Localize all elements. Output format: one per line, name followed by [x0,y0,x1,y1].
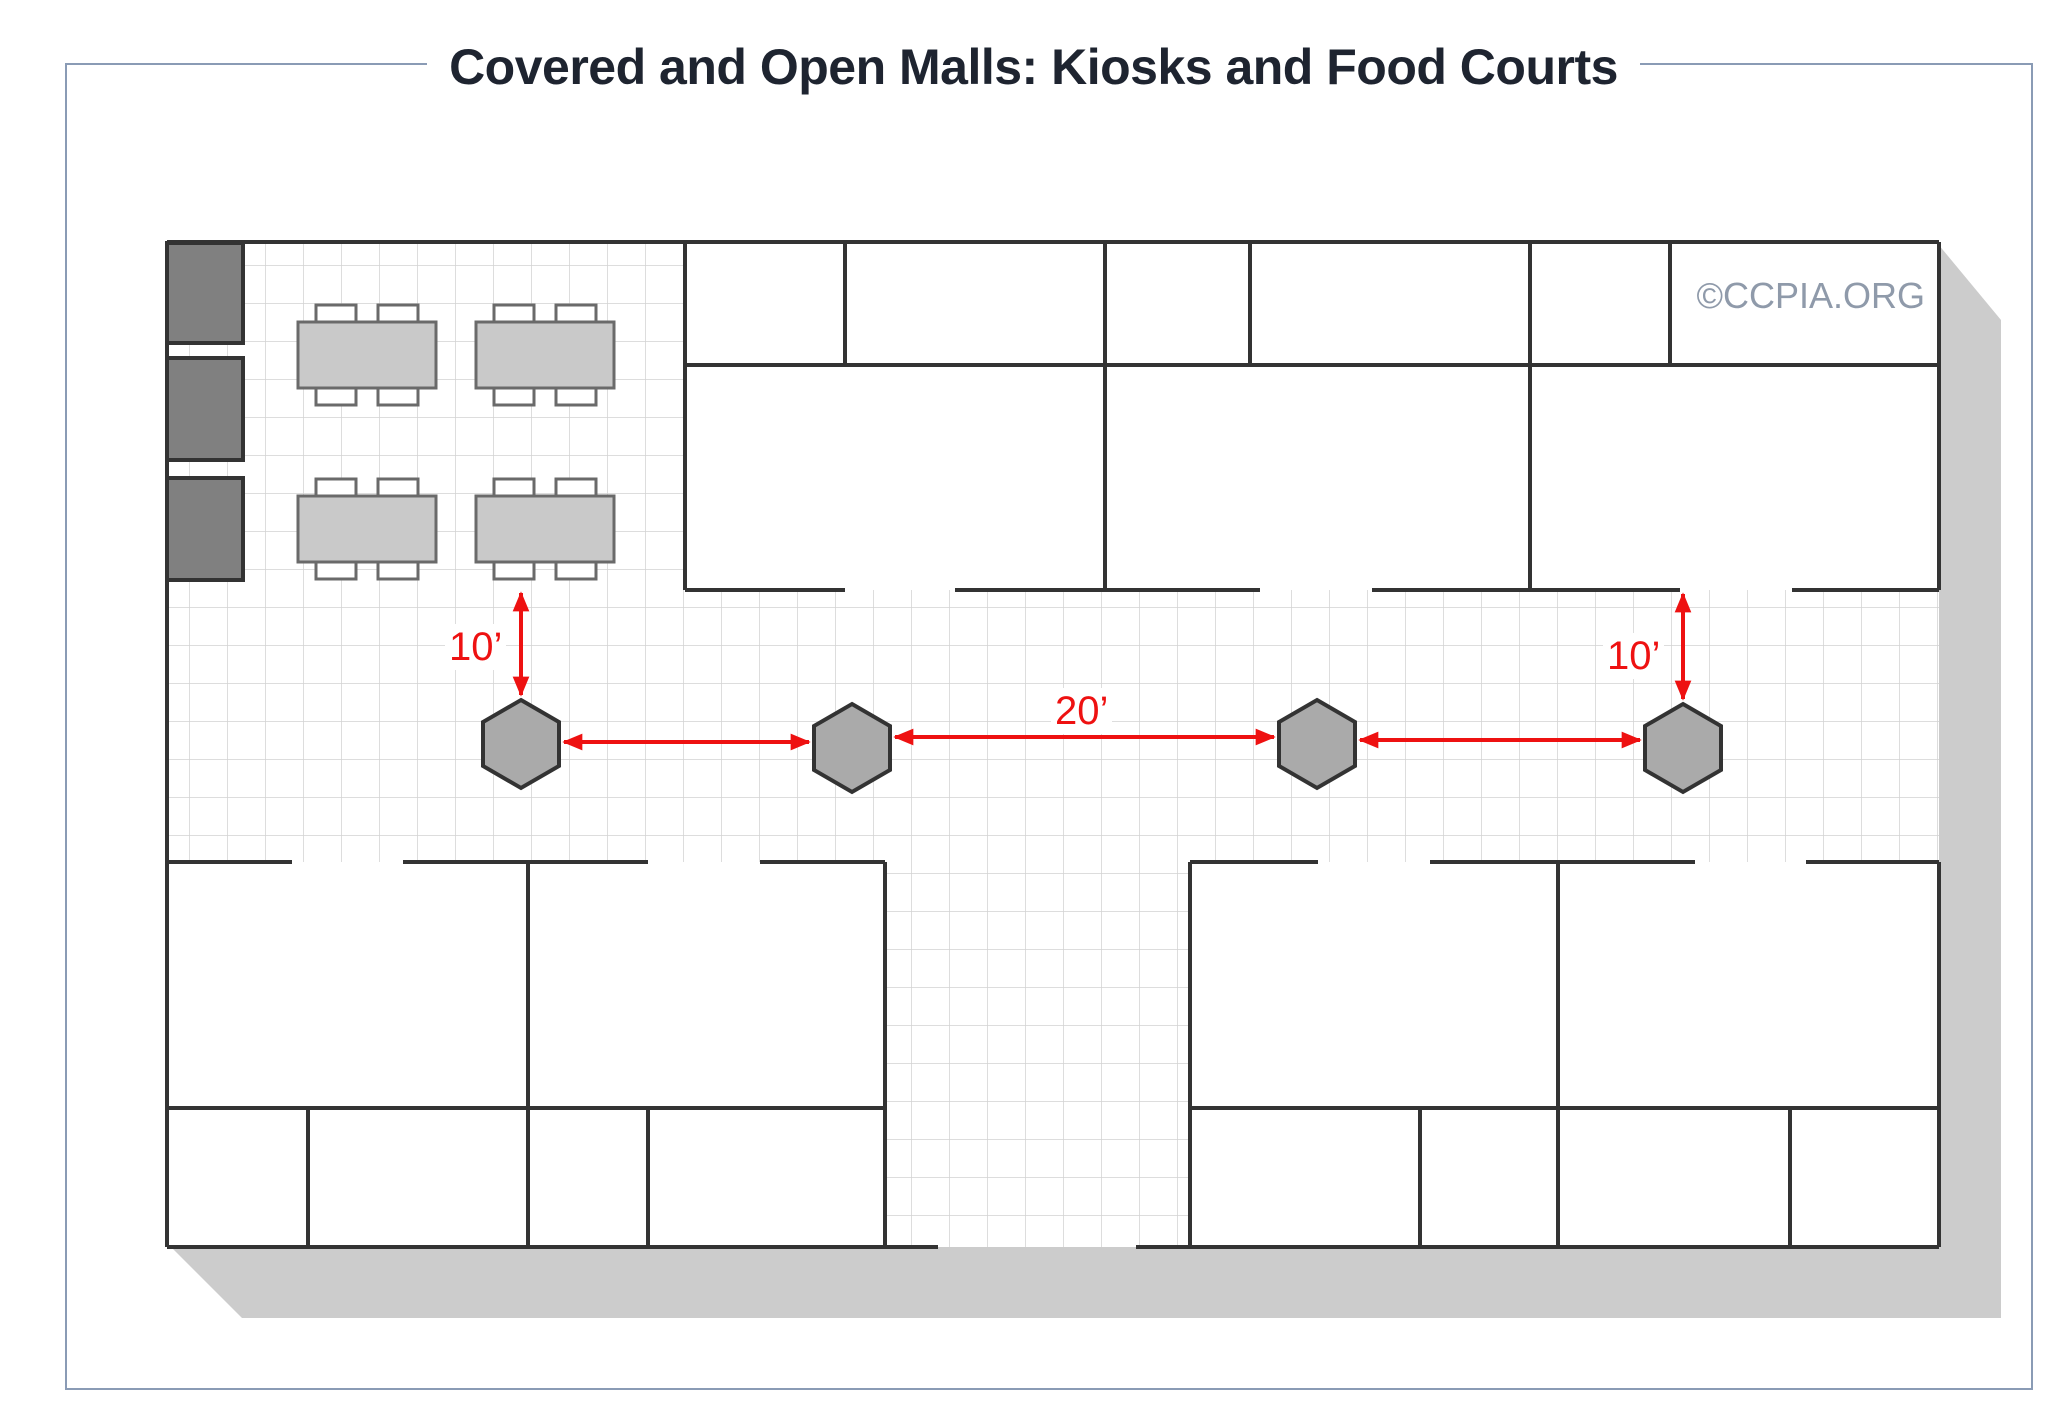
table-set [474,477,616,581]
kiosk [1277,697,1357,791]
chair [554,303,598,324]
copyright-notice: ©CCPIA.ORG [1696,275,1925,316]
food-counter [165,476,245,582]
chair [376,477,420,498]
chair [554,477,598,498]
bottom-right-store-block [1188,860,1941,1249]
right-clearance-label: 10’ [1603,633,1665,679]
chair [314,477,358,498]
top-store-block [683,240,1941,592]
left-clearance-label: 10’ [445,624,507,670]
food-counters [165,241,245,582]
kiosks [481,697,1723,795]
table [296,494,438,564]
chair [314,560,358,581]
table-set [296,477,438,581]
food-court-tables [296,303,616,581]
chair [376,560,420,581]
chair [492,477,536,498]
kiosk-spacing-label: 20’ [1051,688,1113,734]
chair [314,303,358,324]
chair [376,303,420,324]
bottom-left-store-block [165,860,887,1249]
dimension-arrows [512,591,1692,751]
table-set [474,303,616,407]
kiosk [1643,701,1723,795]
page-title: Covered and Open Malls: Kiosks and Food … [0,38,2067,96]
table [474,320,616,390]
chair [554,386,598,407]
kiosk [481,697,561,791]
chair [554,560,598,581]
food-counter [165,241,245,345]
chair [314,386,358,407]
chair [492,560,536,581]
chair [492,303,536,324]
chair [376,386,420,407]
kiosk [812,701,892,795]
table [296,320,438,390]
table [474,494,616,564]
chair [492,386,536,407]
table-set [296,303,438,407]
food-counter [165,356,245,462]
